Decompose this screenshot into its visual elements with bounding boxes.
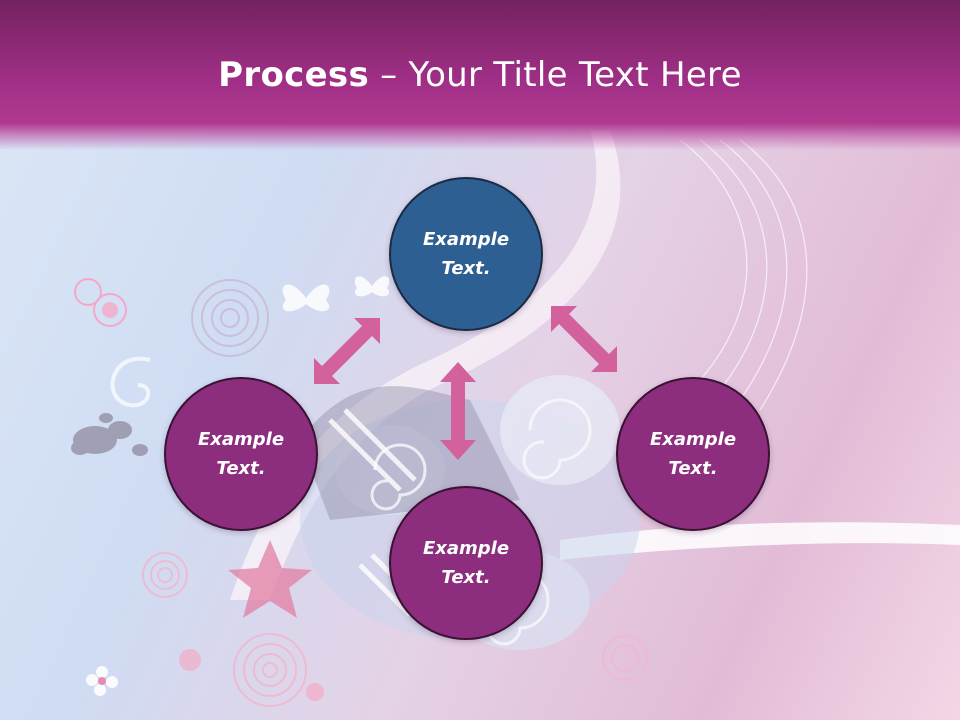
title-rest-text: – Your Title Text Here (369, 55, 742, 95)
node-text: Example Text. (649, 429, 737, 479)
process-node-top[interactable]: Example Text. (389, 177, 543, 331)
process-node-bottom[interactable]: Example Text. (389, 486, 543, 640)
title-bold-text: Process (218, 55, 370, 95)
slide-title: Process – Your Title Text Here (0, 52, 960, 98)
node-text: Example Text. (422, 538, 510, 588)
process-node-left[interactable]: Example Text. (164, 377, 318, 531)
arrow-vertical (440, 362, 476, 460)
node-text: Example Text. (422, 229, 510, 279)
title-bar (0, 0, 960, 150)
node-text: Example Text. (197, 429, 285, 479)
arrow-top-left (314, 318, 380, 384)
arrow-top-right (551, 306, 617, 372)
process-node-right[interactable]: Example Text. (616, 377, 770, 531)
